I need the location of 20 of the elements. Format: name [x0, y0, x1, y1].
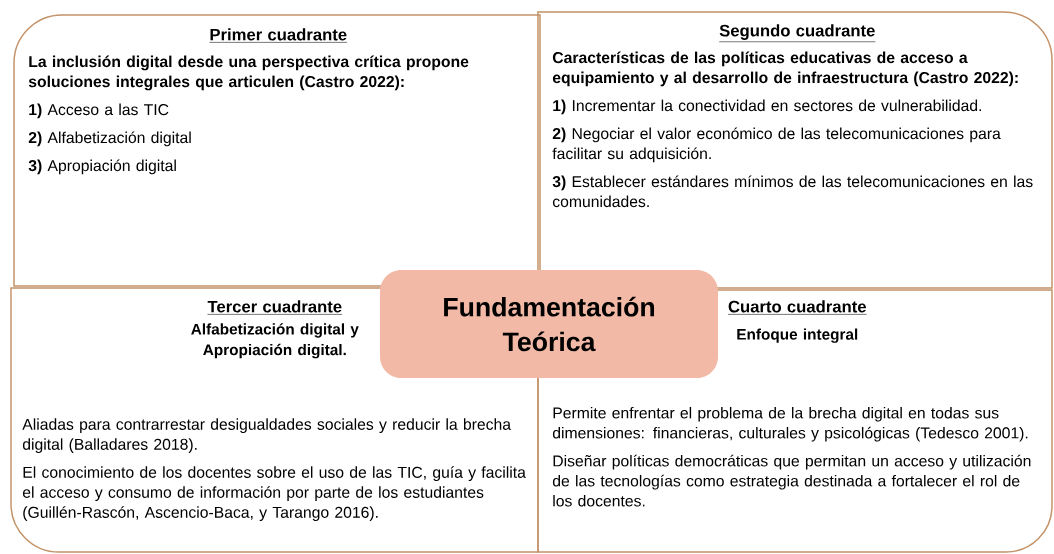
heading: Segundo cuadrante	[718, 24, 876, 42]
subheading: Enfoque integral	[737, 328, 858, 343]
quadrant-panel	[13, 14, 541, 287]
paragraph: El conocimiento de los docentes sobre el uso de las TIC, guía y facilita el acceso y consumo de información por parte de los estudiantes (Guillén-Rascón, Ascencio-Baca, y Tarango 2016).	[22, 466, 526, 521]
list-item: 3) Apropiación digital	[28, 159, 176, 175]
heading: Tercer cuadrante	[207, 300, 343, 315]
subheading: Alfabetización digital y Apropiación digital.	[191, 323, 359, 359]
intro-text: Características de las políticas educativas de acceso a equipamiento y al desarrollo de infraestructura (Castro 2022):	[552, 51, 1018, 87]
list-item: 1) Incrementar la conectividad en sectores de vulnerabilidad.	[553, 99, 981, 115]
intro-text: La inclusión digital desde una perspectiva crítica propone soluciones integrales que articulen (Castro 2022):	[28, 55, 469, 91]
heading: Primer cuadrante	[209, 28, 348, 43]
list-item: 3) Establecer estándares mínimos de las telecomunicaciones en las comunidades.	[552, 175, 1033, 208]
title-box: Fundamentación Teórica	[380, 270, 718, 378]
heading: Cuarto cuadrante	[727, 300, 867, 315]
list-item: 2) Negociar el valor económico de las telecomunicaciones para facilitar su adquisición.	[552, 127, 1001, 163]
paragraph: Aliadas para contrarrestar desigualdades sociales y reducir la brecha digital (Balladares 2018).	[22, 418, 511, 453]
paragraph: Diseñar políticas democráticas que permitan un acceso y utilización de las tecnologías como estrategia destinada a fortalecer el rol de los docentes.	[552, 454, 1031, 507]
list-item: 1) Acceso a las TIC	[29, 103, 169, 119]
paragraph: Permite enfrentar el problema de la brecha digital en todas sus dimensiones: financieras, culturales y psicológicas (Tedesco 2001).	[552, 406, 1028, 442]
list-item: 2) Alfabetización digital	[28, 131, 191, 147]
